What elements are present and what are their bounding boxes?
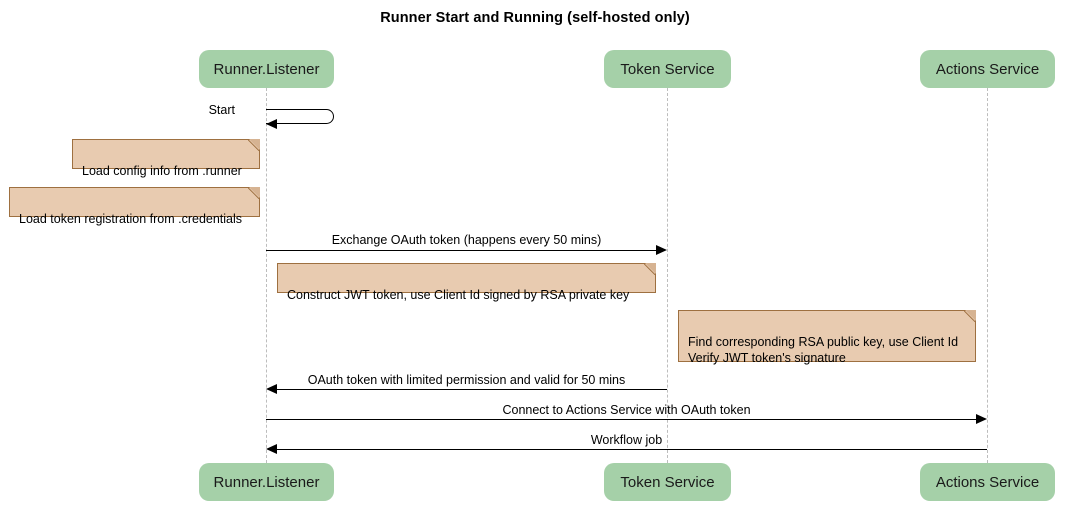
message-line-connect-actions-service [266,419,981,420]
note-fold-edge-icon [644,263,656,275]
message-line-exchange-oauth-token [266,250,661,251]
message-label-start: Start [208,103,235,117]
note-load-config-info-text: Load config info from .runner [82,164,242,178]
note-load-token-registration: Load token registration from .credential… [9,187,260,226]
message-line-workflow-job [272,449,987,450]
message-self-loop-start [266,109,334,124]
lifeline-actions-service [987,88,988,463]
note-verify-jwt-signature: Find corresponding RSA public key, use C… [678,310,976,365]
message-label-exchange-oauth-token: Exchange OAuth token (happens every 50 m… [331,233,602,247]
participant-header-actions-service[interactable]: Actions Service [920,50,1055,88]
participant-footer-token-service[interactable]: Token Service [604,463,731,501]
lifeline-token-service [667,88,668,463]
note-load-token-registration-text: Load token registration from .credential… [19,212,243,226]
participant-footer-actions-service[interactable]: Actions Service [920,463,1055,501]
note-fold-edge-icon [248,139,260,151]
arrow-head-connect-actions-service [976,413,987,424]
note-load-config-info: Load config info from .runner [72,139,260,178]
message-label-connect-actions-service: Connect to Actions Service with OAuth to… [502,403,751,417]
note-construct-jwt-token-text: Construct JWT token, use Client Id signe… [287,288,630,302]
participant-footer-runner-listener[interactable]: Runner.Listener [199,463,334,501]
arrow-head-start [266,118,277,129]
note-fold-edge-icon [248,187,260,199]
arrow-head-exchange-oauth-token [656,244,667,255]
lifeline-runner-listener [266,88,267,463]
diagram-title: Runner Start and Running (self-hosted on… [380,10,690,26]
message-label-workflow-job: Workflow job [590,433,663,447]
note-fold-edge-icon [964,310,976,322]
note-verify-jwt-signature-text: Find corresponding RSA public key, use C… [688,335,959,365]
participant-header-runner-listener[interactable]: Runner.Listener [199,50,334,88]
message-label-oauth-token-reply: OAuth token with limited permission and … [307,373,626,387]
message-line-oauth-token-reply [272,389,667,390]
arrow-head-workflow-job [266,443,277,454]
note-construct-jwt-token: Construct JWT token, use Client Id signe… [277,263,656,302]
arrow-head-oauth-token-reply [266,383,277,394]
participant-header-token-service[interactable]: Token Service [604,50,731,88]
